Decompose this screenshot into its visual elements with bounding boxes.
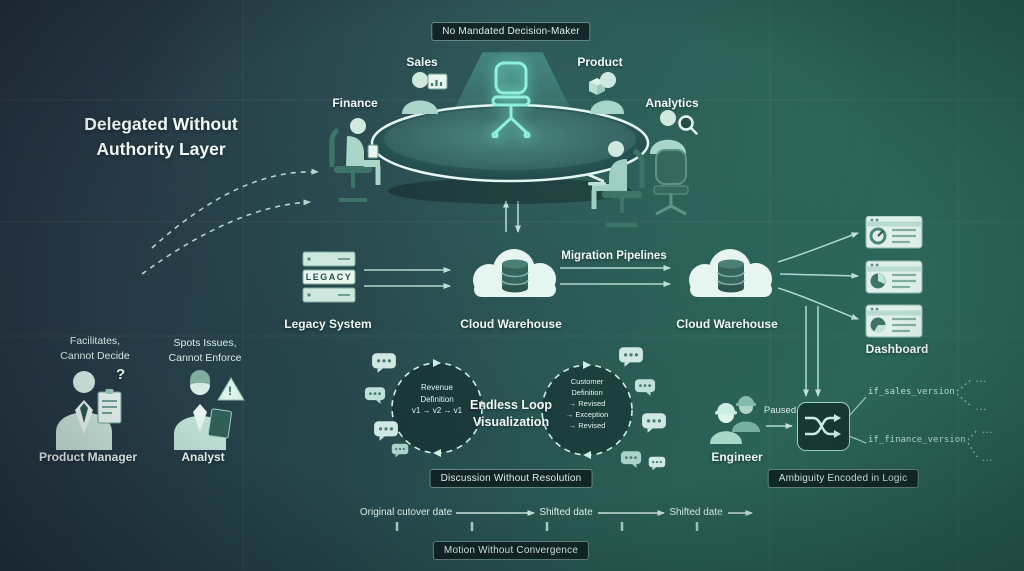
dashboard-label: Dashboard bbox=[865, 342, 929, 356]
page-title: Delegated Without Authority Layer bbox=[84, 114, 238, 159]
role-label-finance: Finance bbox=[332, 96, 378, 110]
cloud-to-dashboard-arrows bbox=[777, 232, 859, 320]
question-mark: ? bbox=[116, 366, 126, 383]
dotted-branch-lines bbox=[956, 379, 978, 458]
loop-right-text: Customer Definition → Revised → Exceptio… bbox=[565, 377, 609, 430]
cloud-warehouse-icon bbox=[473, 249, 556, 297]
timeline-milestone-1: Original cutover date bbox=[359, 507, 453, 518]
engineer-icon bbox=[710, 396, 760, 444]
warning-triangle-icon bbox=[217, 377, 245, 401]
product-manager-icon bbox=[56, 371, 122, 450]
round-table bbox=[370, 103, 650, 204]
chat-bubble-icon bbox=[374, 421, 398, 441]
badge-ambiguity: Ambiguity Encoded in Logic bbox=[767, 469, 919, 488]
branch-if-finance: if_finance_version bbox=[868, 435, 966, 445]
chat-bubble-icon bbox=[620, 451, 642, 468]
timeline-milestone-2: Shifted date bbox=[539, 507, 593, 518]
branch-if-sales: if_sales_version bbox=[868, 387, 955, 397]
engineer-label: Engineer bbox=[711, 450, 763, 464]
pipeline-to-logic-arrows bbox=[803, 306, 821, 397]
chat-bubble-icon bbox=[648, 456, 666, 471]
product-person-icon bbox=[589, 72, 624, 114]
branch-ellipsis: … bbox=[975, 399, 988, 413]
cloud-warehouse-2-label: Cloud Warehouse bbox=[676, 317, 778, 331]
branch-ellipsis: … bbox=[981, 422, 994, 436]
switch-fork-lines bbox=[848, 396, 867, 444]
empty-chair-icon bbox=[653, 149, 689, 216]
product-manager-label: Product Manager bbox=[38, 450, 138, 464]
migration-arrows bbox=[560, 265, 671, 287]
laptop-person-icon bbox=[588, 141, 645, 227]
finance-person-icon bbox=[329, 118, 381, 202]
warning-mark: ! bbox=[228, 384, 232, 398]
badge-motion: Motion Without Convergence bbox=[432, 541, 590, 560]
table-pipeline-arrows bbox=[503, 200, 521, 233]
branch-ellipsis: … bbox=[981, 450, 994, 464]
analyst-label: Analyst bbox=[181, 450, 225, 464]
switch-box bbox=[797, 402, 850, 451]
loop-left-text: Revenue Definition v1 → v2 → v1 bbox=[411, 383, 463, 416]
timeline-ticks bbox=[395, 522, 699, 531]
legacy-to-cloud-arrows bbox=[364, 267, 451, 289]
endless-loop-label: Endless Loop Visualization bbox=[470, 398, 552, 429]
vacant-chair-icon bbox=[491, 61, 531, 138]
chat-bubble-icon bbox=[364, 387, 386, 404]
timeline-milestone-3: Shifted date bbox=[669, 507, 723, 518]
chat-bubble-icon bbox=[372, 353, 396, 373]
pm-caption: Facilitates, Cannot Decide bbox=[60, 335, 130, 362]
migration-pipelines-label: Migration Pipelines bbox=[561, 250, 667, 262]
chat-bubble-icon bbox=[642, 413, 666, 433]
role-label-product: Product bbox=[577, 55, 623, 69]
badge-discussion: Discussion Without Resolution bbox=[429, 469, 593, 488]
cloud-warehouse-1-label: Cloud Warehouse bbox=[460, 317, 562, 331]
delegation-arrows bbox=[141, 168, 319, 275]
role-label-sales: Sales bbox=[406, 55, 438, 69]
badge-no-decision-maker: No Mandated Decision-Maker bbox=[431, 22, 591, 41]
chat-bubble-icon bbox=[391, 443, 409, 458]
paused-label: Paused bbox=[763, 405, 797, 416]
legacy-box-text: LEGACY bbox=[305, 272, 353, 282]
dashboard-windows-icon bbox=[865, 216, 923, 338]
analyst-caption: Spots Issues, Cannot Enforce bbox=[168, 337, 242, 364]
sales-person-icon bbox=[402, 72, 448, 114]
legacy-system-icon bbox=[302, 251, 356, 303]
branch-ellipsis: … bbox=[975, 371, 988, 385]
chat-bubble-icon bbox=[619, 347, 643, 367]
role-label-analytics: Analytics bbox=[645, 96, 699, 110]
shuffle-icon bbox=[805, 414, 841, 438]
legacy-system-label: Legacy System bbox=[284, 317, 372, 331]
chat-bubble-icon bbox=[634, 379, 656, 396]
cloud-warehouse-2-icon bbox=[689, 249, 772, 297]
analyst-icon bbox=[174, 370, 232, 450]
